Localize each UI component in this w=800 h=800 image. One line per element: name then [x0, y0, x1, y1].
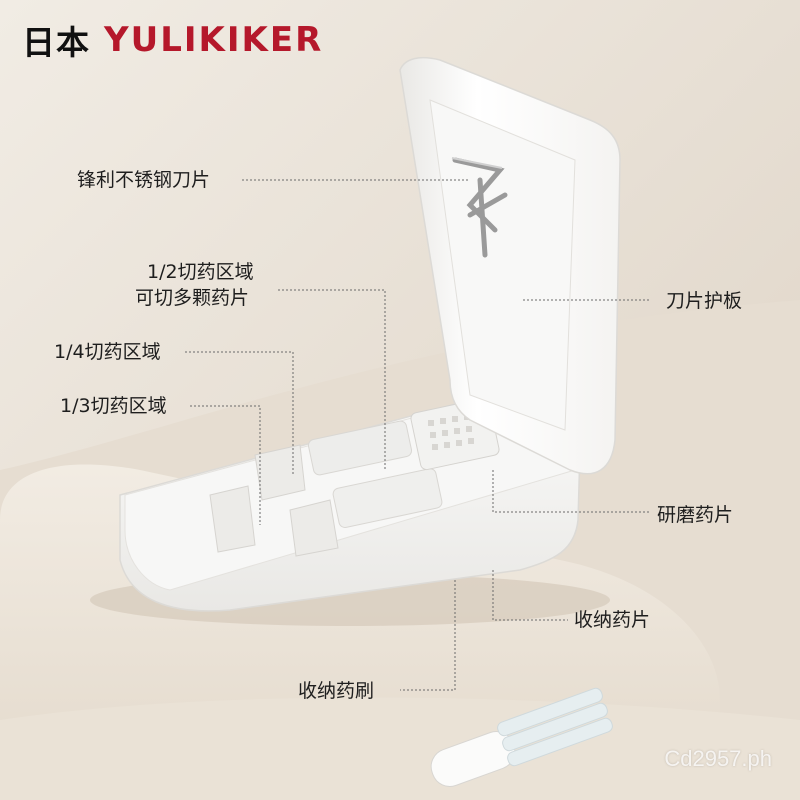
- storage-callout-line: [492, 570, 568, 621]
- blade-label: 锋利不锈钢刀片: [77, 169, 211, 191]
- blade-highlight: [451, 157, 503, 169]
- storage-slot: [332, 468, 443, 528]
- blade-guard: [429, 99, 576, 431]
- watermark: Cd2957.ph: [664, 746, 772, 771]
- cleaning-brush: [430, 687, 613, 787]
- third-callout-line: [190, 405, 261, 525]
- storage-label: 收纳药片: [574, 609, 651, 631]
- quarter-cut-slot: [254, 444, 306, 501]
- brand-prefix: 日本: [22, 23, 90, 62]
- small-slot: [289, 499, 339, 557]
- callout-lines: [185, 179, 650, 691]
- grinding-label: 研磨药片: [657, 504, 734, 526]
- half-cut-slot: [307, 420, 413, 476]
- third-cut-label: 1/3切药区域: [60, 395, 167, 417]
- half-cut-label-line1: 1/2切药区域: [147, 261, 254, 283]
- blade-guard-label: 刀片护板: [666, 290, 743, 312]
- brush-callout-line: [400, 580, 456, 691]
- grind-callout-line: [492, 470, 650, 513]
- quarter-cut-label: 1/4切药区域: [54, 341, 161, 363]
- brush-storage-label: 收纳药刷: [298, 680, 375, 702]
- quarter-callout-line: [185, 351, 294, 475]
- brand-header: 日本 YULIKIKER: [22, 18, 323, 62]
- steel-blade: [452, 157, 508, 258]
- half-cut-label-line2: 可切多颗药片: [135, 287, 250, 309]
- third-cut-slot: [209, 485, 256, 553]
- brand-name: YULIKIKER: [104, 20, 324, 60]
